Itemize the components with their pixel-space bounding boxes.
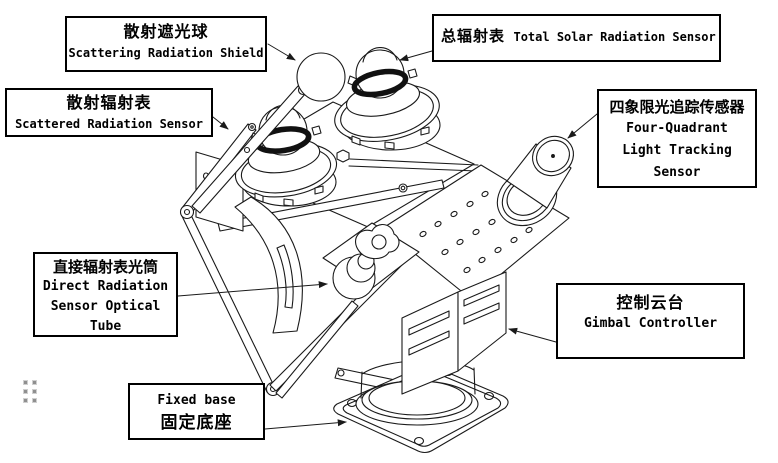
drag-handle-icon[interactable]: [23, 380, 38, 403]
arrow-direct: [177, 281, 328, 297]
label-four-quadrant-sensor: 四象限光追踪传感器 Four-Quadrant Light Tracking S…: [597, 89, 757, 188]
label-scattering-shield: 散射遮光球 Scattering Radiation Shield: [65, 16, 267, 72]
label-total-solar-sensor-en: Total Solar Radiation Sensor: [513, 30, 716, 44]
four-quadrant-sensor: [496, 135, 574, 227]
label-direct-radiation-tube: 直接辐射表光筒 Direct Radiation Sensor Optical …: [33, 252, 178, 337]
arrow-quadrant: [567, 113, 598, 139]
label-direct-en3: Tube: [89, 319, 122, 334]
label-direct-en1: Direct Radiation: [42, 279, 169, 294]
label-scattered-sensor-en: Scattered Radiation Sensor: [15, 117, 203, 131]
label-fixed-base-zh: 固定底座: [160, 413, 233, 433]
label-four-quadrant-en3: Sensor: [653, 165, 701, 180]
label-four-quadrant-zh: 四象限光追踪传感器: [609, 98, 745, 116]
arrow-shield: [267, 43, 296, 61]
label-gimbal-controller: 控制云台 Gimbal Controller: [556, 283, 745, 359]
label-total-solar-sensor: 总辐射表 Total Solar Radiation Sensor: [432, 14, 721, 62]
label-direct-zh: 直接辐射表光筒: [52, 258, 158, 276]
label-four-quadrant-en1: Four-Quadrant: [626, 121, 728, 136]
label-scattering-shield-zh: 散射遮光球: [123, 22, 209, 41]
support-frame: [179, 122, 432, 399]
shade-ball: [296, 52, 346, 102]
arrow-gimbal: [508, 327, 557, 343]
label-fixed-base: Fixed base 固定底座: [128, 383, 265, 440]
direct-radiation-tube: [322, 222, 420, 300]
label-total-solar-sensor-zh: 总辐射表: [441, 27, 506, 45]
arrow-scattered: [212, 116, 229, 130]
label-scattered-sensor-zh: 散射辐射表: [66, 93, 152, 112]
arrow-fixedbase: [264, 419, 347, 430]
label-four-quadrant-en2: Light Tracking: [622, 143, 732, 158]
label-scattered-sensor: 散射辐射表 Scattered Radiation Sensor: [5, 88, 213, 137]
leader-arrows: [177, 43, 598, 430]
label-scattering-shield-en: Scattering Radiation Shield: [68, 46, 264, 60]
gimbal-body: [401, 271, 507, 395]
fixed-base-plate: [333, 360, 509, 454]
label-gimbal-zh: 控制云台: [616, 293, 685, 312]
label-gimbal-en: Gimbal Controller: [583, 316, 718, 331]
arrow-total: [399, 50, 433, 62]
label-direct-en2: Sensor Optical: [50, 299, 161, 314]
label-fixed-base-en: Fixed base: [157, 393, 236, 408]
pyranometer-right: [334, 47, 441, 151]
